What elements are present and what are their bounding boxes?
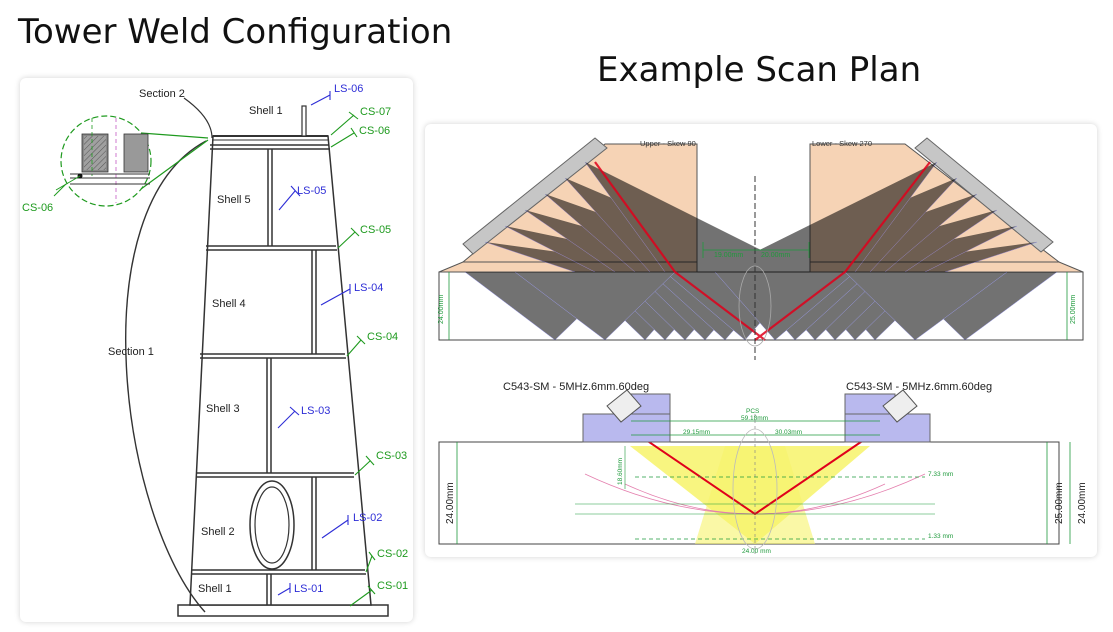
- scan-plan-diagram: Upper - Skew 90 Lower - Skew 270 19.00mm…: [438, 137, 1088, 555]
- upper-right-offset: 20.00mm: [761, 252, 790, 259]
- label-section-2: Section 2: [139, 88, 185, 100]
- cs-label: CS-03: [376, 450, 407, 462]
- lower-right-offset: 30.03mm: [775, 429, 802, 436]
- pcs-label: PCS: [746, 408, 760, 415]
- tower-diagram-panel: Section 2 Section 1 Shell 1 Shell 5 Shel…: [20, 78, 413, 622]
- shell-label: Shell 5: [217, 194, 251, 206]
- depth-a-label: 7.33 mm: [928, 471, 953, 478]
- ls-label: LS-02: [353, 512, 382, 524]
- ls-label: LS-04: [354, 282, 383, 294]
- cs-label: CS-06: [359, 125, 390, 137]
- label-section-1: Section 1: [108, 346, 154, 358]
- tower-weld-title: Tower Weld Configuration: [18, 12, 453, 52]
- shell-label: Shell 2: [201, 526, 235, 538]
- detail-cs-label: CS-06: [22, 202, 53, 214]
- ls-label: LS-06: [334, 83, 363, 95]
- shell-label: Shell 1: [249, 105, 283, 117]
- tower-base-plate: [177, 604, 389, 617]
- upper-right-transducer: [914, 137, 1054, 253]
- lower-right-thickness-a: 25.00mm: [1054, 482, 1065, 524]
- cs-label: CS-04: [367, 331, 398, 343]
- bottom-small-label: 24.00 mm: [742, 548, 771, 555]
- lower-left-probe-label: C543-SM - 5MHz.6mm.60deg: [503, 381, 649, 393]
- pcs-value: 59.18mm: [741, 415, 768, 422]
- shell-label: Shell 3: [206, 403, 240, 415]
- lower-right-thickness-b: 24.00mm: [1077, 482, 1088, 524]
- lower-left-offset: 29.15mm: [683, 429, 710, 436]
- cs-label: CS-02: [377, 548, 408, 560]
- cs-label: CS-01: [377, 580, 408, 592]
- upper-right-probe-label: Lower - Skew 270: [812, 139, 872, 148]
- side-small-label: 18.60mm: [617, 458, 624, 485]
- scan-plan-title: Example Scan Plan: [597, 50, 922, 90]
- section-2-arc: [183, 97, 213, 139]
- ls-label: LS-01: [294, 583, 323, 595]
- shell-label: Shell 1: [198, 583, 232, 595]
- ls-label: LS-05: [297, 185, 326, 197]
- upper-left-transducer: [462, 137, 608, 255]
- upper-left-offset: 19.00mm: [714, 252, 743, 259]
- scan-plan-panel: Upper - Skew 90 Lower - Skew 270 19.00mm…: [425, 124, 1097, 557]
- tower-diagram: Section 2 Section 1 Shell 1 Shell 5 Shel…: [22, 83, 408, 617]
- lower-right-probe-label: C543-SM - 5MHz.6mm.60deg: [846, 381, 992, 393]
- upper-left-thickness: 24.00mm: [438, 295, 445, 324]
- ls-label: LS-03: [301, 405, 330, 417]
- upper-left-probe-label: Upper - Skew 90: [640, 139, 696, 148]
- upper-right-thickness: 25.00mm: [1070, 295, 1077, 324]
- cs-label: CS-05: [360, 224, 391, 236]
- lower-left-thickness: 24.00mm: [445, 482, 456, 524]
- lower-right-probe: [844, 413, 931, 443]
- section-1-arc: [125, 140, 207, 613]
- depth-b-label: 1.33 mm: [928, 533, 953, 540]
- shell-label: Shell 4: [212, 298, 246, 310]
- upper-red-beams: [594, 161, 931, 341]
- cs-label: CS-07: [360, 106, 391, 118]
